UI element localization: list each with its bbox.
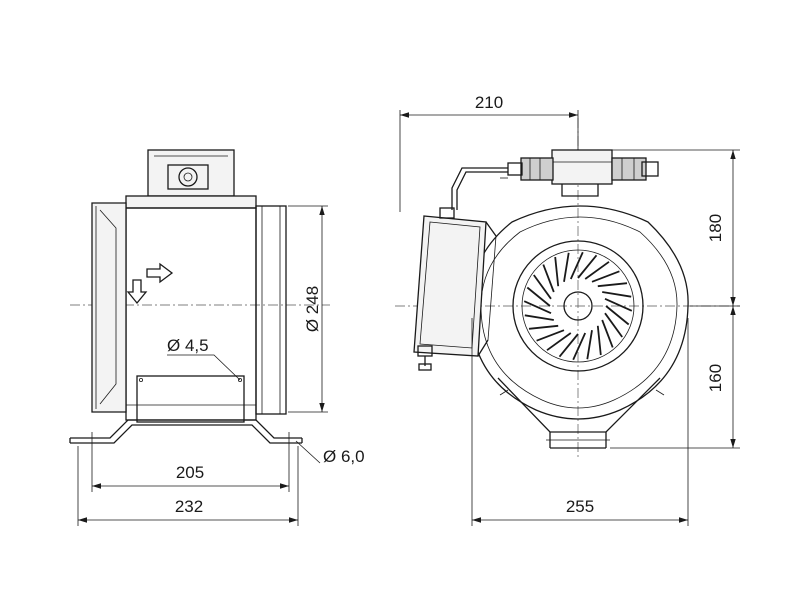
impeller-blade [558, 333, 579, 358]
impeller-blade [526, 286, 551, 307]
terminal-box [147, 149, 235, 197]
housing [91, 195, 287, 423]
impeller-blade [605, 305, 630, 326]
impeller-blade [586, 330, 593, 360]
impeller-blade [524, 314, 554, 321]
capacitor-box [413, 207, 497, 371]
impeller-blade [591, 270, 620, 283]
dim-foot-hole: Ø 6,0 [323, 447, 365, 466]
impeller-blade [601, 319, 614, 348]
impeller-blade [528, 324, 559, 330]
front-view: 210 180 160 255 [395, 93, 740, 526]
impeller-blade [584, 261, 610, 280]
impeller-blade [546, 332, 572, 351]
impeller-blade [596, 325, 602, 356]
impeller-blades [523, 251, 633, 361]
impeller-blade [523, 300, 552, 315]
impeller-blade [563, 252, 570, 282]
dim-upper-height: 180 [706, 214, 725, 242]
side-view: Ø 248 Ø 4,5 Ø 6,0 205 232 [69, 149, 365, 526]
dim-total-width: 255 [566, 497, 594, 516]
outlet-funnel [497, 377, 665, 449]
arrow-down-icon [126, 279, 148, 305]
impeller-blade [602, 291, 632, 298]
impeller-blade [533, 274, 552, 300]
dim-top-width: 210 [475, 93, 503, 112]
dim-side-height: Ø 248 [303, 286, 322, 332]
impeller-blade [604, 297, 633, 312]
impeller-blade [569, 251, 584, 280]
dim-lower-height: 160 [706, 364, 725, 392]
impeller-blade [572, 332, 587, 361]
dim-mount-hole: Ø 4,5 [167, 336, 209, 355]
volute-housing [469, 205, 689, 420]
dim-foot-span: 205 [176, 463, 204, 482]
impeller-blade [577, 254, 598, 279]
mounting-foot [69, 419, 303, 446]
dim-total-length: 232 [175, 497, 203, 516]
impeller-blade [597, 282, 628, 288]
impeller-blade [542, 264, 555, 293]
cable-glands [451, 149, 659, 210]
impeller-blade [604, 312, 623, 338]
arrow-right-icon [146, 262, 174, 284]
impeller-blade [536, 329, 565, 342]
impeller-blade [554, 256, 560, 287]
